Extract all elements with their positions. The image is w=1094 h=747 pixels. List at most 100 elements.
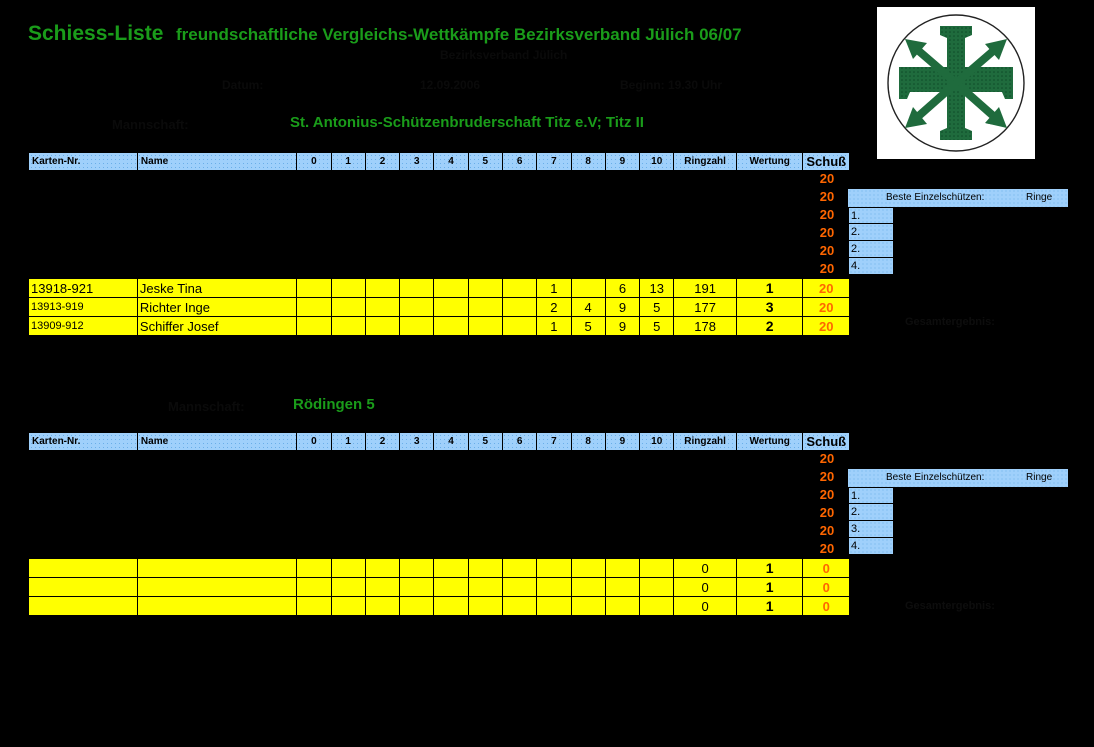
cell-empty[interactable] bbox=[536, 450, 572, 469]
cell-wertung[interactable]: 1 bbox=[735, 577, 804, 597]
cell-empty[interactable] bbox=[331, 486, 366, 505]
cell-ring-10[interactable] bbox=[639, 558, 675, 578]
cell-empty[interactable] bbox=[605, 504, 640, 523]
cell-karten-nr[interactable] bbox=[28, 577, 138, 597]
best-shooter-entry-3[interactable]: 3. bbox=[848, 521, 894, 538]
cell-ring-10[interactable]: 5 bbox=[639, 316, 675, 336]
cell-empty[interactable] bbox=[365, 224, 400, 243]
cell-empty[interactable] bbox=[536, 206, 572, 225]
cell-empty[interactable] bbox=[296, 206, 332, 225]
cell-ring-4[interactable] bbox=[433, 577, 469, 597]
cell-ring-10[interactable] bbox=[639, 596, 675, 616]
cell-ringzahl[interactable]: 0 bbox=[673, 558, 737, 578]
cell-schuss[interactable]: 0 bbox=[802, 596, 850, 616]
cell-ring-0[interactable] bbox=[296, 558, 332, 578]
cell-empty[interactable] bbox=[571, 188, 606, 207]
table-row-empty[interactable] bbox=[28, 206, 850, 225]
table-row-empty[interactable] bbox=[28, 540, 850, 559]
cell-empty[interactable] bbox=[365, 504, 400, 523]
cell-ring-9[interactable]: 9 bbox=[604, 297, 641, 317]
cell-empty[interactable] bbox=[736, 540, 803, 559]
cell-ring-3[interactable] bbox=[399, 577, 435, 597]
best-shooter-entry-3[interactable]: 2. bbox=[848, 241, 894, 258]
cell-empty[interactable] bbox=[802, 504, 850, 523]
cell-ring-1[interactable] bbox=[330, 577, 366, 597]
cell-empty[interactable] bbox=[502, 468, 537, 487]
cell-empty[interactable] bbox=[802, 260, 850, 279]
cell-empty[interactable] bbox=[502, 450, 537, 469]
cell-empty[interactable] bbox=[365, 468, 400, 487]
table-row-empty[interactable] bbox=[28, 224, 850, 243]
cell-empty[interactable] bbox=[399, 522, 434, 541]
cell-empty[interactable] bbox=[331, 260, 366, 279]
cell-wertung[interactable]: 1 bbox=[735, 596, 804, 616]
cell-empty[interactable] bbox=[331, 450, 366, 469]
cell-empty[interactable] bbox=[673, 450, 737, 469]
cell-empty[interactable] bbox=[137, 468, 297, 487]
cell-ring-9[interactable] bbox=[604, 558, 641, 578]
cell-ring-1[interactable] bbox=[330, 278, 366, 298]
cell-schuss[interactable]: 0 bbox=[802, 558, 850, 578]
cell-empty[interactable] bbox=[605, 242, 640, 261]
cell-empty[interactable] bbox=[28, 540, 138, 559]
cell-empty[interactable] bbox=[137, 522, 297, 541]
cell-empty[interactable] bbox=[502, 522, 537, 541]
cell-ring-1[interactable] bbox=[330, 297, 366, 317]
cell-empty[interactable] bbox=[365, 206, 400, 225]
cell-empty[interactable] bbox=[331, 468, 366, 487]
cell-empty[interactable] bbox=[571, 206, 606, 225]
cell-empty[interactable] bbox=[536, 188, 572, 207]
cell-empty[interactable] bbox=[137, 504, 297, 523]
cell-wertung[interactable]: 2 bbox=[735, 316, 804, 336]
cell-empty[interactable] bbox=[571, 504, 606, 523]
cell-empty[interactable] bbox=[536, 468, 572, 487]
cell-ring-8[interactable]: 5 bbox=[570, 316, 606, 336]
cell-ring-10[interactable]: 5 bbox=[639, 297, 675, 317]
cell-empty[interactable] bbox=[28, 170, 138, 189]
cell-empty[interactable] bbox=[331, 188, 366, 207]
cell-schuss[interactable]: 20 bbox=[802, 278, 850, 298]
cell-empty[interactable] bbox=[802, 450, 850, 469]
cell-empty[interactable] bbox=[433, 540, 469, 559]
cell-ringzahl[interactable]: 191 bbox=[673, 278, 737, 298]
cell-empty[interactable] bbox=[468, 468, 503, 487]
cell-schuss[interactable]: 0 bbox=[802, 577, 850, 597]
cell-empty[interactable] bbox=[605, 260, 640, 279]
cell-empty[interactable] bbox=[802, 540, 850, 559]
cell-ringzahl[interactable]: 177 bbox=[673, 297, 737, 317]
cell-empty[interactable] bbox=[399, 260, 434, 279]
cell-empty[interactable] bbox=[137, 206, 297, 225]
table-row-empty[interactable] bbox=[28, 242, 850, 261]
cell-empty[interactable] bbox=[639, 170, 674, 189]
cell-empty[interactable] bbox=[28, 450, 138, 469]
cell-empty[interactable] bbox=[639, 522, 674, 541]
cell-ring-6[interactable] bbox=[501, 596, 538, 616]
cell-empty[interactable] bbox=[802, 242, 850, 261]
best-shooter-entry-1[interactable]: 1. bbox=[848, 207, 894, 224]
cell-empty[interactable] bbox=[137, 170, 297, 189]
cell-empty[interactable] bbox=[639, 468, 674, 487]
cell-empty[interactable] bbox=[399, 504, 434, 523]
cell-ring-0[interactable] bbox=[296, 577, 332, 597]
cell-empty[interactable] bbox=[331, 522, 366, 541]
cell-empty[interactable] bbox=[536, 170, 572, 189]
cell-ring-6[interactable] bbox=[501, 297, 538, 317]
cell-empty[interactable] bbox=[365, 540, 400, 559]
best-shooter-entry-2[interactable]: 2. bbox=[848, 504, 894, 521]
cell-empty[interactable] bbox=[365, 486, 400, 505]
cell-empty[interactable] bbox=[571, 468, 606, 487]
cell-empty[interactable] bbox=[433, 486, 469, 505]
cell-empty[interactable] bbox=[802, 170, 850, 189]
cell-empty[interactable] bbox=[399, 224, 434, 243]
cell-empty[interactable] bbox=[673, 468, 737, 487]
cell-empty[interactable] bbox=[736, 170, 803, 189]
cell-empty[interactable] bbox=[433, 170, 469, 189]
cell-karten-nr[interactable]: 13909-912 bbox=[28, 316, 138, 336]
cell-empty[interactable] bbox=[137, 486, 297, 505]
cell-karten-nr[interactable]: 13918-921 bbox=[28, 278, 138, 298]
cell-empty[interactable] bbox=[468, 224, 503, 243]
cell-empty[interactable] bbox=[468, 206, 503, 225]
cell-ring-1[interactable] bbox=[330, 316, 366, 336]
